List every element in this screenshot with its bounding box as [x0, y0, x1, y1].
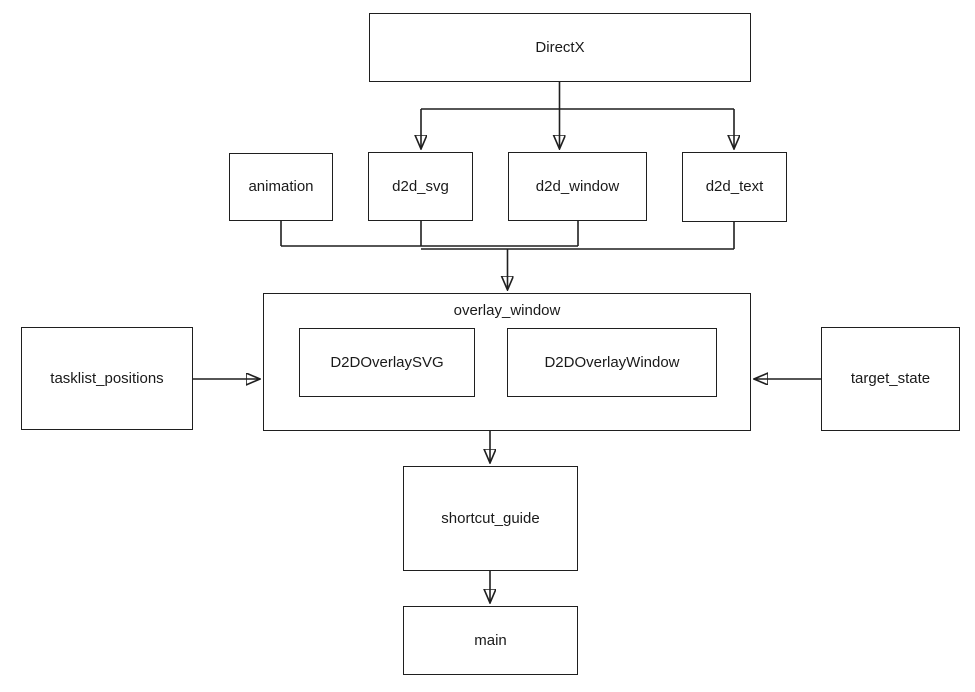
node-animation: animation: [229, 153, 333, 221]
node-d2doverlaywindow: D2DOverlayWindow: [507, 328, 717, 397]
node-d2doverlaysvg-label: D2DOverlaySVG: [330, 353, 444, 371]
node-d2doverlaywindow-label: D2DOverlayWindow: [544, 353, 680, 371]
node-d2doverlaysvg: D2DOverlaySVG: [299, 328, 475, 397]
node-d2d-window: d2d_window: [508, 152, 647, 221]
node-tasklist-positions: tasklist_positions: [21, 327, 193, 430]
node-d2d-text-label: d2d_text: [705, 178, 764, 195]
node-d2d-svg-label: d2d_svg: [392, 177, 449, 195]
node-main-label: main: [474, 631, 507, 649]
node-d2d-window-label: d2d_window: [535, 177, 620, 195]
node-d2d-svg: d2d_svg: [368, 152, 473, 221]
node-target-state: target_state: [821, 327, 960, 431]
node-animation-label: animation: [248, 178, 314, 195]
node-tasklist-positions-label: tasklist_positions: [50, 369, 164, 387]
node-shortcut-guide-label: shortcut_guide: [441, 509, 540, 527]
node-shortcut-guide: shortcut_guide: [403, 466, 578, 571]
node-directx-label: DirectX: [535, 38, 585, 56]
node-directx: DirectX: [369, 13, 751, 82]
edge-directx-stem: [421, 82, 734, 110]
edge-bus-rail: [281, 245, 734, 250]
node-main: main: [403, 606, 578, 675]
node-overlay-window-label: overlay_window: [453, 302, 561, 319]
node-target-state-label: target_state: [850, 370, 931, 387]
node-d2d-text: d2d_text: [682, 152, 787, 222]
